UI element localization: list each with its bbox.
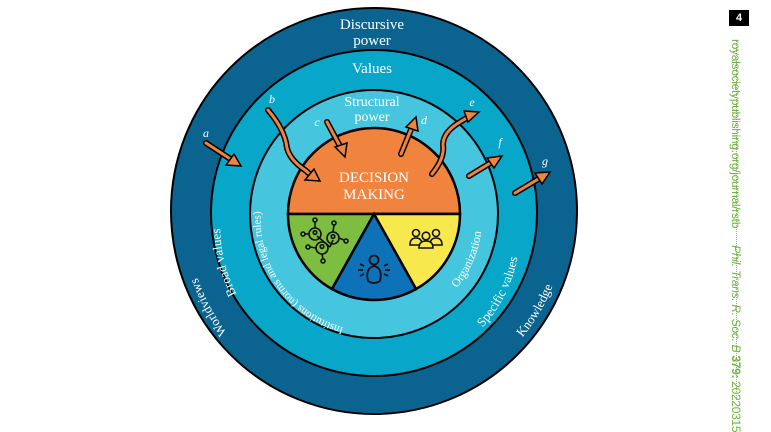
- citation-journal: Phil. Trans. R. Soc. B: [729, 245, 743, 353]
- middle-ring-title: Values: [352, 61, 392, 77]
- journal-url[interactable]: royalsocietypublishing.org/journal/rstb: [729, 39, 743, 229]
- organization-slice: [371, 212, 462, 291]
- journal-citation: royalsocietypublishing.org/journal/rstb …: [729, 39, 743, 432]
- page-number: 4: [729, 10, 749, 26]
- arrow-g-label: g: [542, 154, 548, 168]
- arrow-g: g: [512, 154, 552, 196]
- inner-ring-title-line1: Structural: [344, 95, 399, 110]
- arrow-e: e: [429, 95, 481, 177]
- inner-ring-title-line2: power: [355, 110, 390, 125]
- arrow-f: f: [466, 135, 504, 179]
- decision-making-line1: DECISION: [339, 170, 409, 186]
- network-people-icon: [300, 217, 349, 264]
- group-people-icon: [409, 228, 443, 249]
- citation-article: 20220315: [729, 381, 743, 432]
- arrow-b: b: [265, 92, 322, 182]
- decision-making-half: [286, 126, 462, 216]
- individual-slice: [330, 211, 418, 302]
- outer-ring-title-line2: power: [353, 33, 391, 49]
- arrow-b-label: b: [269, 92, 275, 106]
- arrow-a-label: a: [203, 126, 209, 140]
- side-divider: [736, 40, 751, 400]
- citation-volume: 379:: [729, 355, 743, 379]
- arrow-f-label: f: [498, 135, 503, 149]
- outer-ring-title-line1: Discursive: [340, 17, 404, 33]
- arrow-a: a: [203, 126, 243, 167]
- decision-making-line2: MAKING: [343, 187, 405, 203]
- arrow-e-label: e: [469, 95, 475, 109]
- arrow-d-label: d: [421, 113, 428, 127]
- arrow-d: d: [398, 113, 428, 157]
- arrow-c-label: c: [314, 115, 320, 129]
- arrow-c: c: [314, 115, 348, 159]
- person-pressure-icon: [358, 254, 390, 284]
